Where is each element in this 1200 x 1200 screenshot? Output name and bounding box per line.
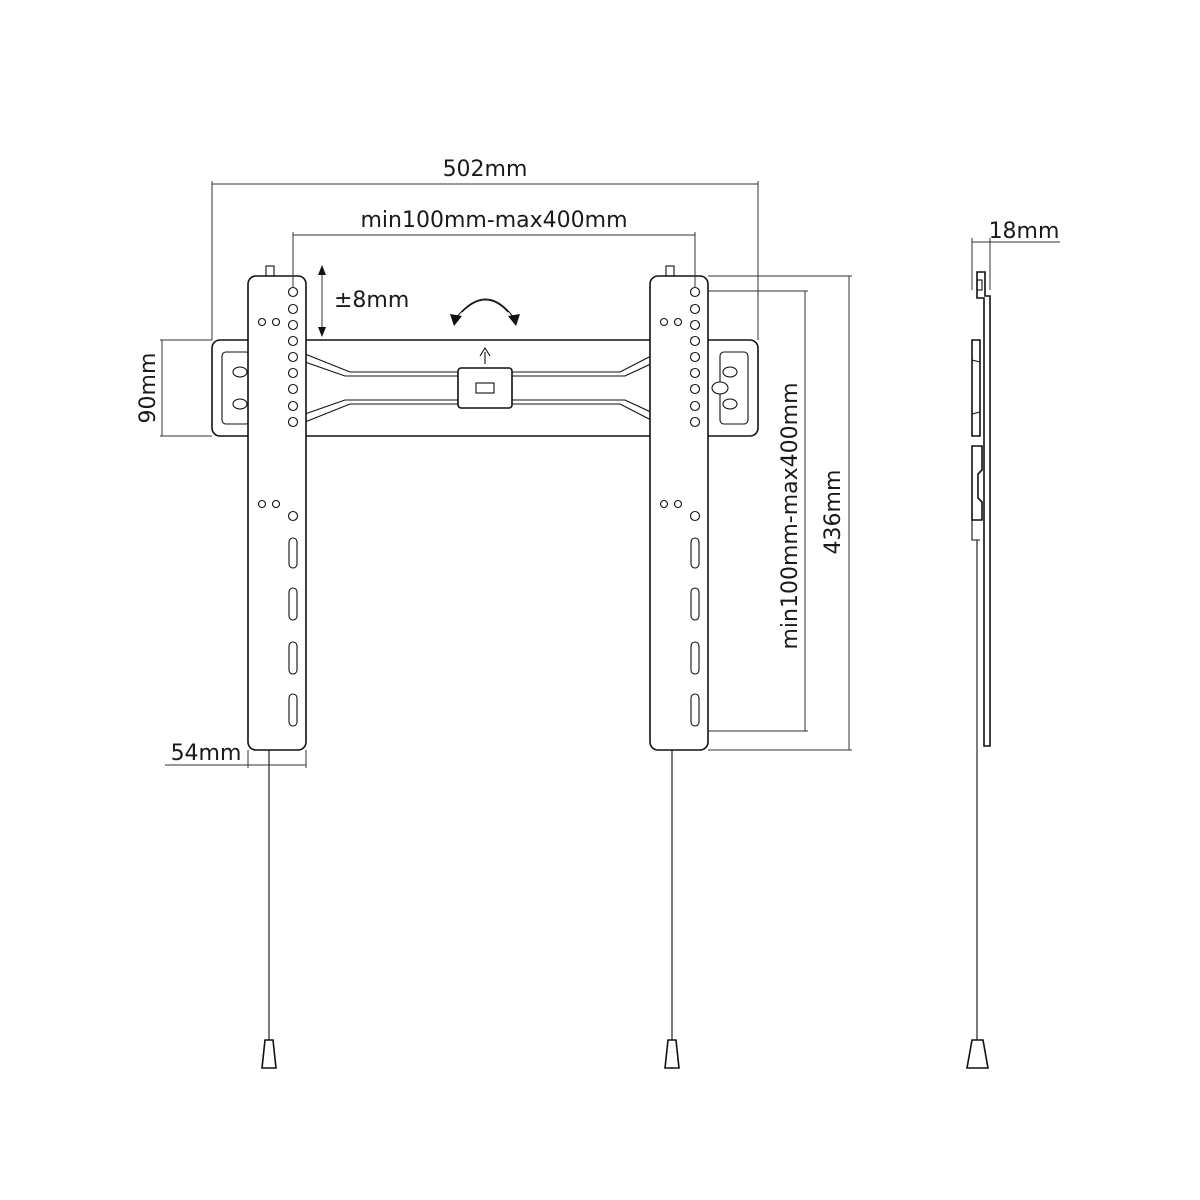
dimension-vertical-adjust: ±8mm: [318, 265, 409, 337]
vesa-vertical-label: min100mm-max400mm: [778, 382, 803, 649]
right-arm: [649, 265, 709, 1069]
side-view: 18mm: [966, 219, 1060, 1069]
depth-label: 18mm: [989, 219, 1060, 244]
front-view: 502mm min100mm-max400mm ±8mm 90mm 54mm: [136, 157, 852, 1069]
dimension-overall-width: 502mm: [211, 157, 759, 340]
wall-plate: [211, 339, 759, 437]
dimension-arm-width: 54mm: [165, 741, 307, 768]
vertical-adjust-label: ±8mm: [334, 288, 409, 313]
left-arm: [247, 265, 307, 1069]
left-arm-holes: [257, 286, 299, 727]
dimension-vesa-horizontal: min100mm-max400mm: [292, 208, 696, 288]
dimension-vesa-vertical: min100mm-max400mm: [708, 290, 808, 732]
dimension-overall-height: 436mm: [708, 275, 852, 751]
dimension-plate-height: 90mm: [136, 339, 212, 437]
overall-height-label: 436mm: [821, 470, 846, 555]
right-arm-holes: [659, 286, 701, 727]
arm-width-label: 54mm: [171, 741, 242, 766]
overall-width-label: 502mm: [443, 157, 528, 182]
rotation-arrows-icon: [450, 298, 520, 326]
plate-height-label: 90mm: [136, 353, 161, 424]
dimension-depth: 18mm: [971, 219, 1060, 290]
vesa-horizontal-label: min100mm-max400mm: [360, 208, 627, 233]
up-arrow-icon: [479, 346, 491, 364]
